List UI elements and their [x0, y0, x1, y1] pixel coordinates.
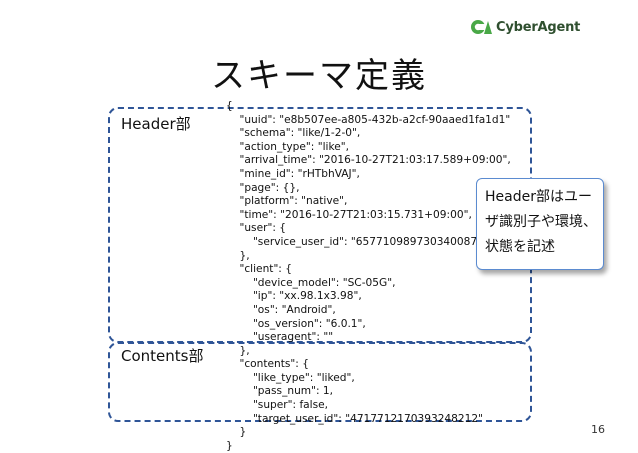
- code-line: "useragent": "": [226, 331, 334, 344]
- code-line: },: [226, 344, 250, 357]
- cyberagent-logo-icon: [471, 20, 492, 34]
- cyberagent-logo: CyberAgent: [470, 16, 610, 38]
- code-line: "client": {: [226, 263, 292, 276]
- code-line: "target_user_id": "4717712170393248212": [226, 412, 484, 425]
- code-line: "page": {},: [226, 181, 300, 194]
- code-line: "service_user_id": "6577109897303400875": [226, 235, 489, 248]
- code-line: "device_model": "SC-05G",: [226, 276, 396, 289]
- code-line: "contents": {: [226, 358, 309, 371]
- code-line: "pass_num": 1,: [226, 385, 334, 398]
- callout-line: Header部はユー: [485, 189, 592, 205]
- callout-line: 状態を記述: [485, 239, 555, 255]
- logo-text: CyberAgent: [496, 19, 581, 35]
- json-schema-code: { "uuid": "e8b507ee-a805-432b-a2cf-90aae…: [226, 100, 511, 453]
- code-line: },: [226, 249, 250, 262]
- code-line: }: [226, 426, 247, 439]
- code-line: "arrival_time": "2016-10-27T21:03:17.589…: [226, 154, 511, 167]
- contents-section-box: [108, 342, 532, 422]
- header-callout: Header部はユーザ識別子や環境、状態を記述: [476, 178, 604, 270]
- code-line: "os_version": "6.0.1",: [226, 317, 366, 330]
- code-line: }: [226, 439, 233, 452]
- code-line: "schema": "like/1-2-0",: [226, 127, 361, 140]
- code-line: "action_type": "like",: [226, 140, 349, 153]
- code-line: "time": "2016-10-27T21:03:15.731+09:00",: [226, 208, 472, 221]
- code-line: "platform": "native",: [226, 195, 348, 208]
- page-number: 16: [591, 423, 605, 436]
- code-line: {: [226, 100, 233, 112]
- code-line: "os": "Android",: [226, 303, 336, 316]
- header-section-label: Header部: [121, 115, 191, 133]
- code-line: "mine_id": "rHTbhVAJ",: [226, 167, 360, 180]
- code-line: "like_type": "liked",: [226, 371, 355, 384]
- slide-title: スキーマ定義: [211, 56, 427, 96]
- code-line: "user": {: [226, 222, 286, 235]
- code-line: "super": false,: [226, 399, 329, 412]
- code-line: "uuid": "e8b507ee-a805-432b-a2cf-90aaed1…: [226, 113, 511, 126]
- code-line: "ip": "xx.98.1x3.98",: [226, 290, 362, 303]
- callout-line: ザ識別子や環境、: [485, 214, 597, 230]
- contents-section-label: Contents部: [121, 347, 204, 365]
